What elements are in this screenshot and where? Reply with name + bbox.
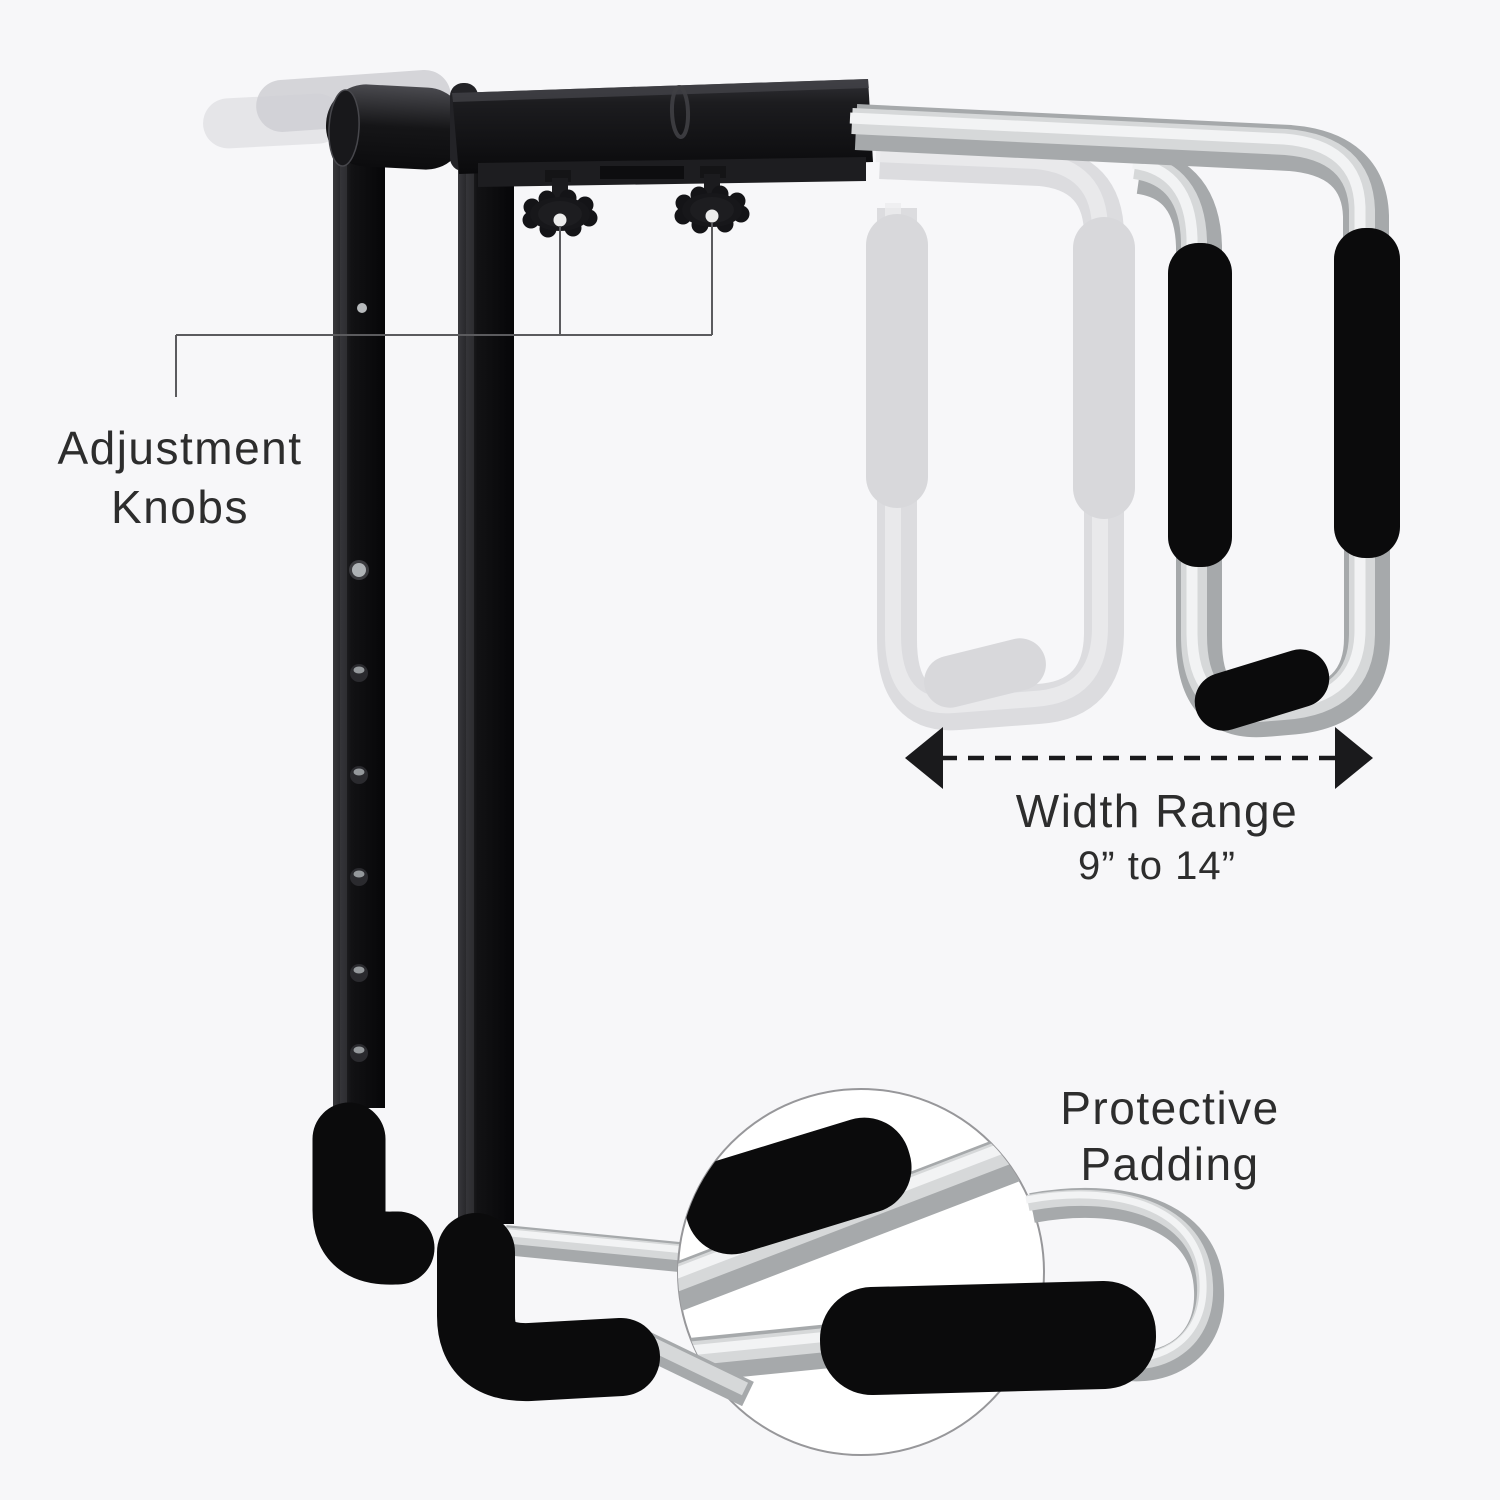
upper-hook-arm — [849, 104, 1400, 738]
knob-center-dot — [705, 209, 719, 223]
foam-j-hooks — [312, 1102, 660, 1402]
clamp-cylinder — [325, 84, 467, 170]
height-adjustment-holes — [349, 560, 369, 1062]
frame-posts — [333, 150, 514, 1224]
adjustment-knobs-label-line1: Adjustment — [57, 422, 303, 474]
top-bracket — [325, 79, 873, 187]
foam-pad-left — [1168, 243, 1232, 567]
adjustment-knobs-callout-line — [175, 223, 713, 397]
protective-padding-label-line1: Protective — [1060, 1082, 1280, 1134]
callout-adjustment-knobs: Adjustment Knobs — [18, 419, 342, 537]
magnified-foam-pad-lower — [819, 1280, 1157, 1396]
adjustment-knob-right — [674, 174, 750, 234]
width-range-arrow-icon — [905, 727, 1373, 789]
bracket-box — [452, 79, 873, 174]
width-range-value: 9” to 14” — [1078, 844, 1236, 888]
post-screw — [357, 303, 367, 313]
adjustment-knob-left — [522, 178, 598, 238]
callout-width-range: Width Range 9” to 14” — [952, 786, 1362, 890]
foam-hook-rear — [437, 1213, 660, 1402]
lower-support-bar — [499, 1225, 702, 1274]
magnified-foam-pad-upper — [684, 1117, 912, 1255]
foam-pad-right — [1334, 228, 1400, 558]
width-range-title: Width Range — [1015, 785, 1299, 837]
protective-padding-label-line2: Padding — [1080, 1138, 1260, 1190]
ghost-foam-pad-right — [1073, 217, 1135, 519]
magnifier-detail — [629, 1088, 1225, 1456]
knob-center-dot — [553, 213, 567, 227]
adjustment-knobs-label-line2: Knobs — [111, 481, 249, 533]
ghost-foam-pad-left — [866, 214, 928, 508]
rear-post — [458, 162, 514, 1224]
ghost-arm — [866, 139, 1135, 731]
ghost-foam-pad-bottom — [924, 638, 1046, 708]
foam-pad-bottom — [1194, 649, 1330, 731]
foam-hook-front — [312, 1102, 435, 1285]
callout-protective-padding: Protective Padding — [1013, 1080, 1327, 1192]
